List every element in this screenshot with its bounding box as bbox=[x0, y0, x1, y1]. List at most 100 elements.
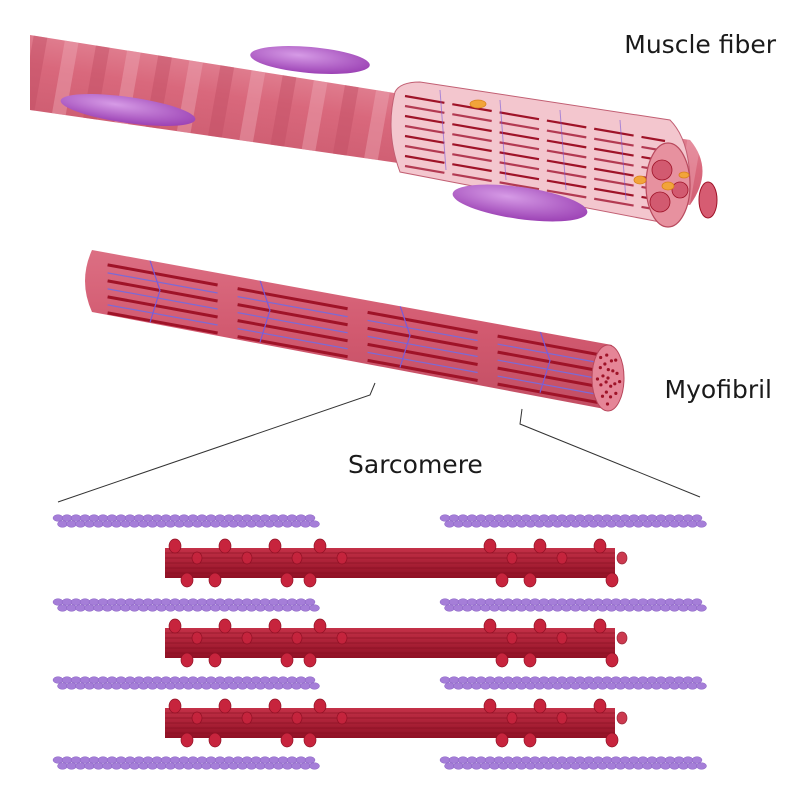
actin-bead bbox=[255, 604, 266, 612]
actin-bead bbox=[579, 520, 590, 528]
actin-bead bbox=[246, 682, 257, 690]
actin-bead bbox=[597, 520, 608, 528]
myosin-head bbox=[241, 631, 253, 645]
actin-bead bbox=[678, 604, 689, 612]
actin-bead bbox=[232, 756, 244, 764]
actin-bead bbox=[151, 756, 163, 764]
actin-bead bbox=[223, 676, 235, 684]
actin-bead bbox=[516, 520, 527, 528]
myosin-head bbox=[593, 538, 607, 554]
actin-bead bbox=[534, 762, 545, 770]
actin-bead bbox=[480, 762, 491, 770]
myosin-head bbox=[291, 711, 303, 725]
actin-bead bbox=[556, 756, 568, 764]
actin-bead bbox=[70, 676, 82, 684]
actin-bead bbox=[111, 762, 122, 770]
myosin-head bbox=[168, 618, 182, 634]
actin-bead bbox=[583, 514, 595, 522]
actin-bead bbox=[124, 514, 136, 522]
end-filament-dot bbox=[606, 367, 610, 372]
actin-bead bbox=[583, 756, 595, 764]
actin-bead bbox=[75, 604, 86, 612]
actin-bead bbox=[282, 520, 293, 528]
actin-filament bbox=[439, 598, 707, 612]
actin-bead bbox=[453, 604, 464, 612]
actin-bead bbox=[592, 676, 604, 684]
actin-bead bbox=[295, 756, 307, 764]
actin-bead bbox=[237, 682, 248, 690]
actin-bead bbox=[615, 604, 626, 612]
actin-bead bbox=[268, 676, 280, 684]
myosin-head bbox=[495, 652, 509, 668]
actin-bead bbox=[147, 604, 158, 612]
myosin-head bbox=[495, 572, 509, 588]
end-filament-dot bbox=[614, 358, 618, 362]
myosin-head bbox=[191, 631, 203, 645]
actin-bead bbox=[210, 682, 221, 690]
cutaway-strand bbox=[404, 154, 666, 203]
actin-bead bbox=[633, 604, 644, 612]
actin-bead bbox=[601, 598, 613, 606]
actin-bead bbox=[273, 762, 284, 770]
myosin-head bbox=[605, 652, 619, 668]
actin-bead bbox=[642, 762, 653, 770]
cutaway-strand bbox=[404, 134, 666, 183]
actin-bead bbox=[682, 676, 694, 684]
actin-bead bbox=[610, 598, 622, 606]
cutaway-z-line bbox=[559, 109, 567, 191]
actin-bead bbox=[93, 520, 104, 528]
actin-bead bbox=[165, 762, 176, 770]
myosin-head bbox=[506, 631, 518, 645]
actin-bead bbox=[178, 514, 190, 522]
actin-bead bbox=[151, 514, 163, 522]
actin-bead bbox=[205, 598, 217, 606]
cutaway-z-line bbox=[499, 99, 507, 181]
actin-bead bbox=[462, 604, 473, 612]
myosin-head bbox=[506, 551, 518, 565]
actin-bead bbox=[601, 514, 613, 522]
actin-bead bbox=[300, 520, 311, 528]
actin-bead bbox=[142, 676, 154, 684]
actin-bead bbox=[93, 604, 104, 612]
actin-bead bbox=[574, 676, 586, 684]
actin-bead bbox=[214, 676, 226, 684]
actin-filament bbox=[52, 676, 320, 690]
myofibril-filament bbox=[237, 296, 348, 318]
actin-bead bbox=[597, 762, 608, 770]
actin-bead bbox=[142, 598, 154, 606]
actin-bead bbox=[237, 604, 248, 612]
actin-bead bbox=[196, 514, 208, 522]
actin-bead bbox=[651, 520, 662, 528]
actin-bead bbox=[624, 520, 635, 528]
actin-bead bbox=[489, 604, 500, 612]
actin-bead bbox=[219, 762, 230, 770]
actin-bead bbox=[444, 682, 455, 690]
actin-bead bbox=[102, 762, 113, 770]
actin-bead bbox=[628, 676, 640, 684]
actin-bead bbox=[151, 676, 163, 684]
actin-bead bbox=[295, 598, 307, 606]
actin-bead bbox=[547, 598, 559, 606]
myofibril-end-filaments bbox=[595, 353, 622, 406]
actin-bead bbox=[268, 598, 280, 606]
end-filament-dot bbox=[618, 380, 622, 384]
myofibril-filaments bbox=[107, 263, 608, 406]
myosin-head bbox=[313, 618, 327, 634]
actin-bead bbox=[205, 676, 217, 684]
actin-bead bbox=[669, 682, 680, 690]
actin-bead bbox=[439, 676, 451, 684]
actin-bead bbox=[502, 756, 514, 764]
cutaway-strand bbox=[404, 144, 666, 193]
actin-bead bbox=[232, 676, 244, 684]
actin-bead bbox=[183, 520, 194, 528]
actin-bead bbox=[246, 762, 257, 770]
actin-bead bbox=[624, 604, 635, 612]
actin-bead bbox=[570, 682, 581, 690]
actin-bead bbox=[259, 598, 271, 606]
myosin-head bbox=[268, 698, 282, 714]
actin-bead bbox=[214, 598, 226, 606]
myosin-head bbox=[605, 732, 619, 748]
myofibril-filament bbox=[497, 343, 608, 365]
actin-bead bbox=[183, 682, 194, 690]
